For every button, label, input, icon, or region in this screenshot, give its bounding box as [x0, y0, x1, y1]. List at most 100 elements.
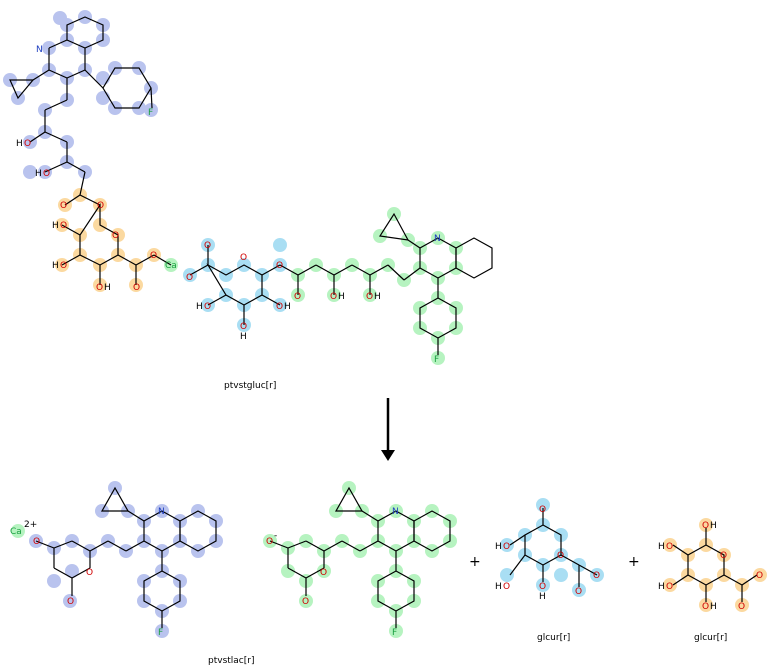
- atom-oxygen: O: [86, 568, 93, 578]
- atom-nitrogen: N: [392, 507, 399, 517]
- atom-hydrogen: H: [495, 582, 502, 592]
- blue-highlight-group: [3, 10, 158, 179]
- atom-oxygen: O: [302, 597, 309, 607]
- green-highlight-group: [263, 481, 457, 638]
- atom-calcium: Ca: [165, 261, 177, 271]
- glcur-1-bonds: [509, 508, 598, 587]
- atom-oxygen: O: [67, 597, 74, 607]
- reaction-arrow: [381, 398, 395, 461]
- atom-hydrogen: H: [196, 302, 203, 312]
- atom-oxygen: O: [320, 568, 327, 578]
- atom-oxygen: O: [204, 241, 211, 251]
- atom-hydrogen: H: [374, 292, 381, 302]
- atom-oxygen: O: [240, 253, 247, 263]
- product-glcur-1: O O O O H O H O O H glcur[r]: [495, 498, 604, 643]
- orange-highlight-group: [55, 188, 161, 292]
- atom-oxygen: O: [266, 537, 273, 547]
- atom-oxygen: O: [738, 602, 745, 612]
- atom-calcium: Ca: [10, 527, 22, 537]
- atom-hydrogen: H: [284, 302, 291, 312]
- reactant-bonds: [9, 16, 493, 355]
- atom-oxygen: O: [593, 571, 600, 581]
- atom-oxygen: O: [60, 261, 67, 271]
- atom-oxygen: O: [557, 551, 564, 561]
- atom-oxygen: O: [666, 582, 673, 592]
- atom-oxygen: O: [756, 571, 763, 581]
- atom-hydrogen: H: [240, 332, 247, 342]
- atom-oxygen: O: [150, 251, 157, 261]
- atom-oxygen: O: [24, 139, 31, 149]
- glcur-2-atom-labels: O H O H O H O O H O O: [658, 521, 763, 612]
- orange-highlight-group: [663, 518, 767, 612]
- atom-nitrogen: N: [158, 507, 165, 517]
- atom-oxygen: O: [702, 602, 709, 612]
- atom-hydrogen: H: [539, 592, 546, 602]
- atom-oxygen: O: [539, 582, 546, 592]
- cyan-highlight-group: [500, 498, 604, 597]
- atom-oxygen: O: [503, 542, 510, 552]
- product-hydroxy-acid: O - O O N F: [263, 481, 457, 638]
- atom-oxygen: O: [276, 302, 283, 312]
- atom-hydrogen: H: [52, 221, 59, 231]
- green-ca-halo: [11, 524, 25, 538]
- atom-fluorine: F: [434, 355, 439, 365]
- hydroxy-acid-bonds: [269, 486, 451, 628]
- product-1-name: ptvstlac[r]: [208, 656, 254, 665]
- atom-hydrogen: H: [338, 292, 345, 302]
- hydroxy-acid-atom-labels: O - O O N F: [266, 507, 399, 638]
- atom-hydrogen: H: [495, 542, 502, 552]
- atom-oxygen: O: [666, 542, 673, 552]
- atom-hydrogen: H: [104, 283, 111, 293]
- reactant-molecule: N F H O H O O O O H O H O O H O O Ca O O…: [3, 10, 493, 391]
- atom-nitrogen: N: [36, 45, 43, 55]
- atom-fluorine: F: [158, 628, 163, 638]
- atom-oxygen: O: [503, 582, 510, 592]
- atom-hydrogen: H: [35, 169, 42, 179]
- atom-oxygen: O: [186, 273, 193, 283]
- atom-oxygen: O: [33, 537, 40, 547]
- ptvstlac-atom-labels: Ca 2+ O O O N F: [10, 507, 165, 638]
- atom-oxygen: O: [539, 505, 546, 515]
- atom-oxygen: O: [133, 283, 140, 293]
- product-4-name: glcur[r]: [694, 633, 727, 643]
- glcur-2-bonds: [672, 528, 758, 602]
- atom-fluorine: F: [148, 108, 153, 118]
- atom-oxygen: O: [575, 587, 582, 597]
- atom-hydrogen: H: [710, 602, 717, 612]
- atom-oxygen: O: [276, 261, 283, 271]
- atom-oxygen: O: [330, 292, 337, 302]
- atom-oxygen: O: [43, 169, 50, 179]
- cyan-highlight-group: [183, 238, 287, 332]
- atom-oxygen: O: [240, 322, 247, 332]
- atom-hydrogen: H: [710, 521, 717, 531]
- atom-oxygen: O: [60, 201, 67, 211]
- product-3-name: glcur[r]: [537, 633, 570, 643]
- glcur-1-atom-labels: O O O O H O H O O H: [495, 505, 600, 602]
- atom-oxygen: O: [720, 551, 727, 561]
- product-ptvstlac: Ca 2+ O O O N F ptvstlac[r]: [10, 481, 254, 665]
- minus-charge: -: [274, 531, 277, 541]
- atom-hydrogen: H: [658, 542, 665, 552]
- ptvstlac-bonds: [35, 486, 217, 628]
- reactant-atom-labels: N F H O H O O O O H O H O O H O O Ca O O…: [16, 45, 441, 365]
- atom-oxygen: O: [60, 221, 67, 231]
- product-glcur-2: O H O H O H O O H O O glcur[r]: [658, 518, 767, 643]
- atom-oxygen: O: [97, 201, 104, 211]
- plus-sign-2: +: [628, 554, 640, 570]
- atom-oxygen: O: [204, 302, 211, 312]
- blue-highlight-group: [29, 481, 223, 638]
- atom-oxygen: O: [112, 231, 119, 241]
- ca-charge: 2+: [24, 520, 37, 530]
- atom-oxygen: O: [96, 283, 103, 293]
- reactant-name: ptvstgluc[r]: [224, 381, 276, 391]
- green-highlight-group: [291, 207, 463, 365]
- atom-nitrogen: N: [434, 234, 441, 244]
- atom-oxygen: O: [294, 292, 301, 302]
- atom-hydrogen: H: [16, 139, 23, 149]
- atom-hydrogen: H: [52, 261, 59, 271]
- atom-fluorine: F: [392, 628, 397, 638]
- atom-oxygen: O: [366, 292, 373, 302]
- atom-oxygen: O: [702, 521, 709, 531]
- atom-hydrogen: H: [658, 582, 665, 592]
